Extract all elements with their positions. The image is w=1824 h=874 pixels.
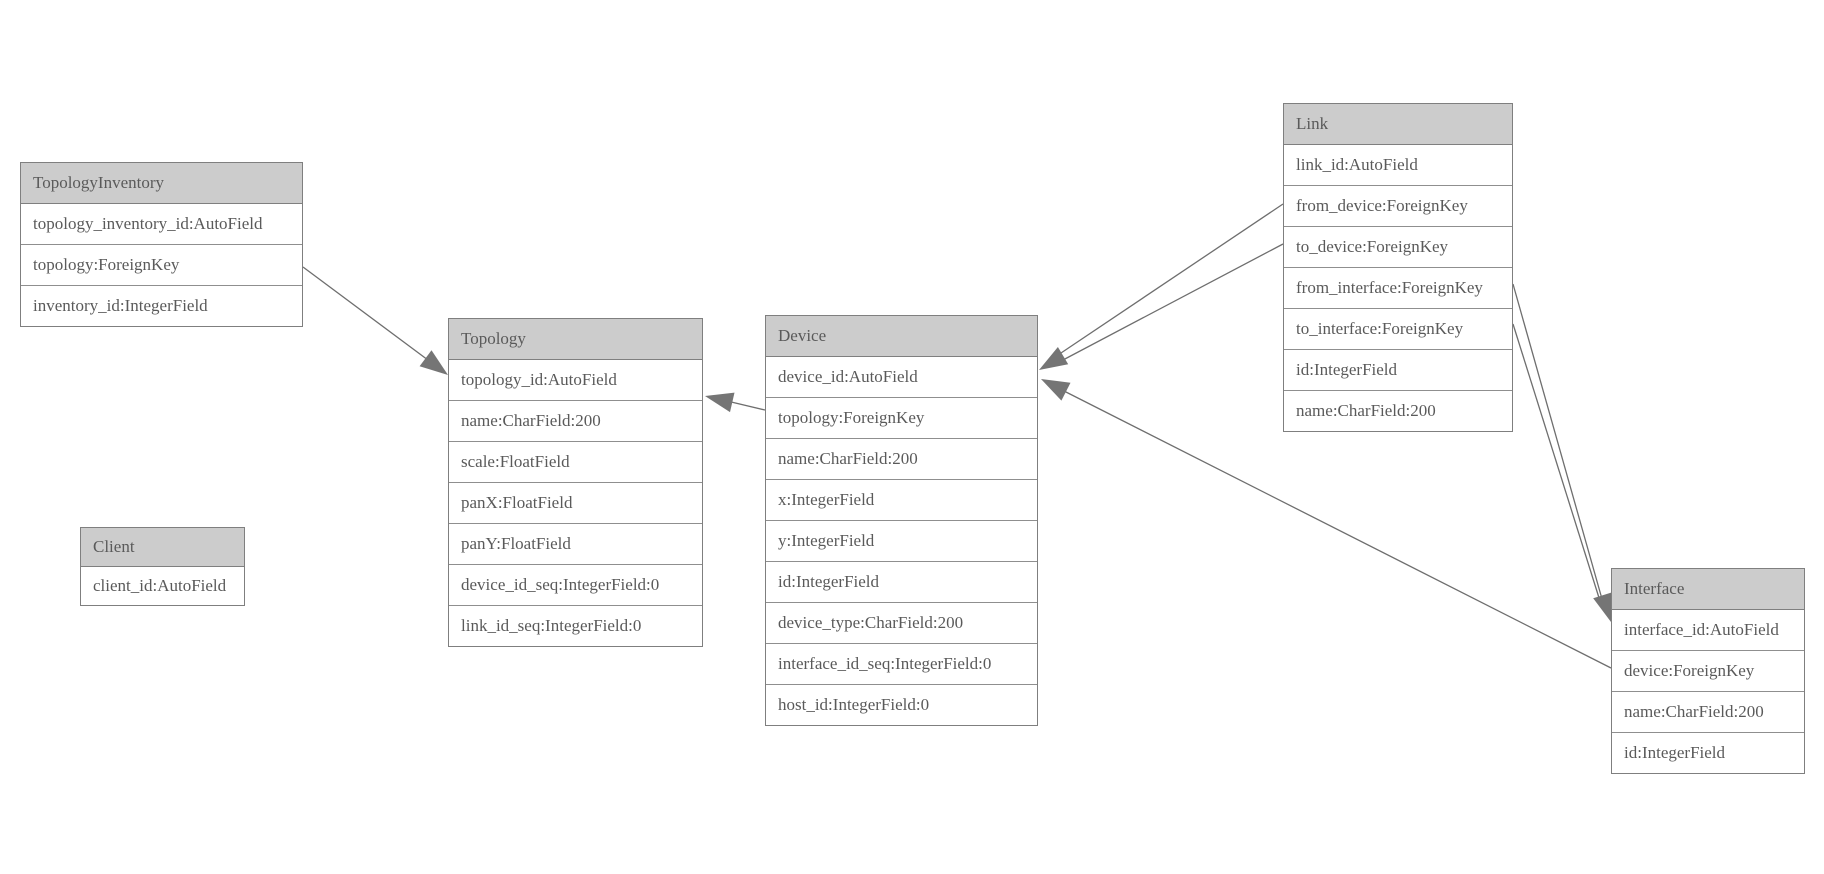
field-row: device_id:AutoField — [766, 357, 1037, 398]
field-row: from_device:ForeignKey — [1284, 186, 1512, 227]
field-row: id:IntegerField — [1284, 350, 1512, 391]
field-row: interface_id_seq:IntegerField:0 — [766, 644, 1037, 685]
field-row: panX:FloatField — [449, 483, 702, 524]
entity-device: Device device_id:AutoField topology:Fore… — [765, 315, 1038, 726]
field-row: panY:FloatField — [449, 524, 702, 565]
field-row: id:IntegerField — [1612, 733, 1804, 773]
field-row: host_id:IntegerField:0 — [766, 685, 1037, 725]
entity-link: Link link_id:AutoField from_device:Forei… — [1283, 103, 1513, 432]
entity-topology-header: Topology — [449, 319, 702, 360]
field-row: y:IntegerField — [766, 521, 1037, 562]
field-row: device_id_seq:IntegerField:0 — [449, 565, 702, 606]
entity-client-header: Client — [81, 528, 244, 567]
field-row: x:IntegerField — [766, 480, 1037, 521]
entity-topologyinventory: TopologyInventory topology_inventory_id:… — [20, 162, 303, 327]
entity-link-header: Link — [1284, 104, 1512, 145]
field-row: device:ForeignKey — [1612, 651, 1804, 692]
field-row: link_id_seq:IntegerField:0 — [449, 606, 702, 646]
edge-link-to-interface — [1512, 323, 1601, 602]
field-row: device_type:CharField:200 — [766, 603, 1037, 644]
field-row: name:CharField:200 — [1612, 692, 1804, 733]
field-row: inventory_id:IntegerField — [21, 286, 302, 326]
field-row: topology:ForeignKey — [21, 245, 302, 286]
entity-interface: Interface interface_id:AutoField device:… — [1611, 568, 1805, 774]
arrowhead-link-device — [1039, 347, 1069, 370]
field-row: name:CharField:200 — [1284, 391, 1512, 431]
entity-topology: Topology topology_id:AutoField name:Char… — [448, 318, 703, 647]
entity-device-header: Device — [766, 316, 1037, 357]
arrowhead-topologyinventory-topology — [419, 350, 448, 375]
entity-interface-header: Interface — [1612, 569, 1804, 610]
field-row: from_interface:ForeignKey — [1284, 268, 1512, 309]
entity-client: Client client_id:AutoField — [80, 527, 245, 606]
field-row: name:CharField:200 — [449, 401, 702, 442]
entity-topologyinventory-header: TopologyInventory — [21, 163, 302, 204]
field-row: interface_id:AutoField — [1612, 610, 1804, 651]
edge-device-topology — [726, 400, 766, 411]
edge-interface-device — [1063, 390, 1612, 669]
field-row: id:IntegerField — [766, 562, 1037, 603]
field-row: name:CharField:200 — [766, 439, 1037, 480]
field-row: scale:FloatField — [449, 442, 702, 483]
arrowhead-device-topology — [705, 392, 735, 413]
edge-link-from-interface — [1512, 283, 1603, 600]
field-row: link_id:AutoField — [1284, 145, 1512, 186]
field-row: topology_id:AutoField — [449, 360, 702, 401]
field-row: topology:ForeignKey — [766, 398, 1037, 439]
field-row: topology_inventory_id:AutoField — [21, 204, 302, 245]
edge-link-to-device — [1062, 243, 1284, 361]
edge-topologyinventory-topology — [302, 266, 437, 367]
field-row: to_device:ForeignKey — [1284, 227, 1512, 268]
field-row: client_id:AutoField — [81, 567, 244, 605]
field-row: to_interface:ForeignKey — [1284, 309, 1512, 350]
arrowhead-link-interface — [1593, 592, 1613, 622]
edge-link-from-device — [1060, 203, 1284, 354]
arrowhead-interface-device — [1041, 379, 1071, 401]
